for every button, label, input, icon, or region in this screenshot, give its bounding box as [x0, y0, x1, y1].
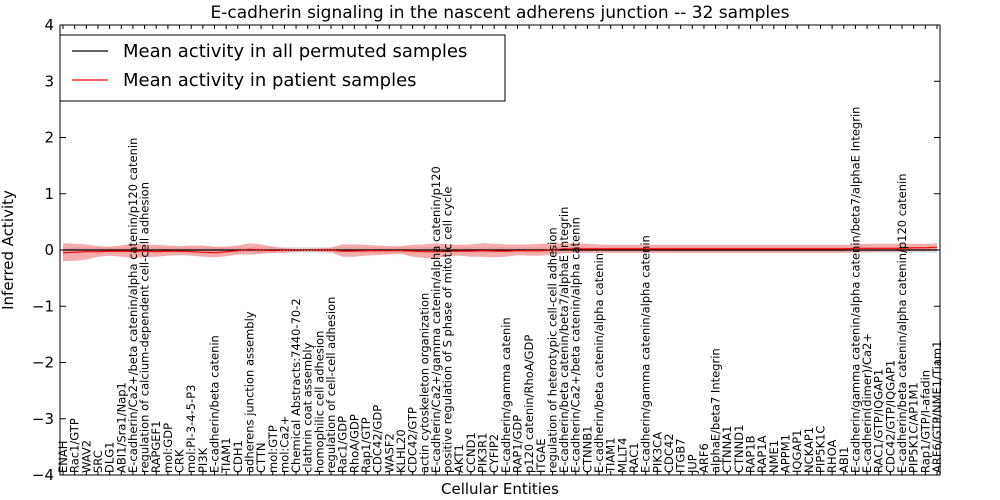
- x-tick-label: RAP1B: [744, 435, 758, 473]
- x-tick-label: CDC42/GTP: [406, 407, 420, 473]
- x-tick-label: E-cadherin/beta catenin: [207, 335, 221, 473]
- x-tick-label: ABI1: [837, 447, 851, 473]
- x-tick-label: regulation of cell-cell adhesion: [324, 297, 338, 473]
- y-tick-label: −1: [32, 297, 54, 315]
- x-tick-label: WAV2: [79, 440, 93, 473]
- y-tick-label: 4: [44, 16, 54, 34]
- x-tick-label: PIK3R1: [476, 433, 490, 474]
- x-tick-label: PIK3CA: [650, 432, 664, 473]
- x-tick-label: ARF6: [697, 443, 711, 473]
- x-tick-label: CDC42: [662, 433, 676, 473]
- x-tick-label: E-cadherin/beta catenin/alpha catenin/p1…: [895, 174, 909, 474]
- x-tick-label: Rap1/GTP: [359, 417, 373, 473]
- x-tick-label: adherens junction assembly: [242, 311, 256, 473]
- x-tick-label: E-cadherin/gamma catenin/alpha catenin: [639, 235, 653, 473]
- x-tick-label: ABI1/Sra1/Nap1: [114, 382, 128, 473]
- x-tick-label: mol:GTP: [266, 425, 280, 473]
- x-tick-label: mol:GDP: [161, 423, 175, 473]
- x-tick-label: CCND1: [464, 432, 478, 473]
- y-tick-label: 1: [44, 185, 54, 203]
- x-tick-label: PIP5K1C/AP1M1: [907, 382, 921, 473]
- x-tick-label: CDH1: [231, 440, 245, 473]
- x-tick-label: E-cadherin/gamma catenin: [499, 317, 513, 473]
- legend: Mean activity in all permuted samples Me…: [59, 34, 506, 102]
- legend-label-permuted: Mean activity in all permuted samples: [123, 41, 467, 62]
- x-tick-label: RAPGEF1: [149, 421, 163, 473]
- x-tick-label: NME1: [767, 440, 781, 473]
- x-tick-label: mol:PI-3-4-5-P3: [184, 385, 198, 473]
- x-tick-label: regulation of heterotypic cell-cell adhe…: [545, 227, 559, 473]
- series-band-1: [63, 243, 937, 262]
- x-tick-label: RAP1/GDP: [510, 415, 524, 473]
- x-tick-label: positive regulation of S phase of mitoti…: [441, 187, 455, 473]
- x-tick-label: actin cytoskeleton organization: [417, 293, 431, 473]
- x-tick-label: Rac1/GTP: [68, 418, 82, 473]
- x-tick-label: ITGAE: [534, 439, 548, 473]
- y-tick-label: 2: [44, 129, 54, 147]
- series-line-1: [62, 246, 938, 254]
- legend-label-patient: Mean activity in patient samples: [123, 70, 417, 91]
- x-tick-label: p120 catenin/RhoA/GDP: [522, 335, 536, 473]
- x-tick-label: ENAH: [56, 441, 70, 473]
- legend-box: [59, 34, 506, 102]
- y-axis-title: Inferred Activity: [0, 190, 17, 310]
- x-tick-label: TIAM1: [604, 437, 618, 474]
- y-tick-label: 3: [44, 72, 54, 90]
- x-tick-label: JUP: [685, 454, 699, 474]
- x-tick-label: DLG1: [103, 442, 117, 474]
- x-tick-label: homophilic cell adhesion: [312, 331, 326, 473]
- x-tick-label: ARF6/GTP/NME1/Tiam1: [930, 341, 944, 473]
- x-tick-label: CYFIP2: [487, 434, 501, 473]
- x-tick-label: PIP5K1C: [813, 426, 827, 473]
- chart-title: E-cadherin signaling in the nascent adhe…: [211, 3, 790, 23]
- x-tick-label: CDC42/GTP/IQGAP1: [883, 360, 897, 473]
- x-tick-label: MLLT4: [615, 438, 629, 474]
- x-tick-label: E-cadherin/gamma catenin/alpha catenin/b…: [848, 107, 862, 473]
- x-tick-label: E-cadherin/Ca2+/beta catenin/alpha caten…: [569, 217, 583, 473]
- x-tick-label: CDC42/GDP: [371, 405, 385, 473]
- x-tick-label: E-cadherin/Ca2+/beta catenin/alpha caten…: [126, 138, 140, 473]
- x-tick-label: IQGAP1: [790, 430, 804, 473]
- x-tick-label: alphaE/beta7 Integrin: [709, 348, 723, 473]
- y-axis: −4 −3 −2 −1 0 1 2 3 4: [32, 16, 940, 484]
- x-tick-label: TIAM1: [219, 437, 233, 474]
- x-axis-title: Cellular Entities: [441, 480, 559, 498]
- x-tick-label: KLHL20: [394, 429, 408, 473]
- x-tick-label: RhoA/GDP: [347, 414, 361, 473]
- x-tick-label: RHOA: [825, 440, 839, 473]
- x-tick-label: Chemical Abstracts:7440-70-2: [289, 298, 303, 473]
- x-tick-label: APPM1: [779, 434, 793, 473]
- x-axis-category-labels: ENAHRac1/GTPWAV2SRCDLG1ABI1/Sra1/Nap1E-c…: [56, 25, 944, 475]
- x-tick-label: E-cadherin/Ca2+/gamma catenin/alpha cate…: [429, 166, 443, 473]
- x-tick-label: mol:Ca2+: [277, 416, 291, 473]
- x-tick-label: WASF2: [382, 433, 396, 473]
- x-tick-label: E-cadherin/beta catenin/beta7/alphaE Int…: [557, 207, 571, 473]
- x-tick-label: CTTN: [254, 443, 268, 473]
- x-tick-label: PI3K: [196, 447, 210, 473]
- x-tick-label: SRC: [91, 450, 105, 473]
- x-tick-label: NCKAP1: [802, 427, 816, 473]
- x-tick-label: CTNNB1: [580, 426, 594, 473]
- y-tick-label: −2: [32, 354, 54, 372]
- x-tick-label: RAC1: [627, 442, 641, 473]
- x-tick-label: RAP1A: [755, 435, 769, 473]
- x-tick-label: E-cadherin(dimer)/Ca2+: [860, 333, 874, 473]
- x-tick-label: CTNNA1: [720, 426, 734, 473]
- x-tick-label: regulation of calcium-dependent cell-cel…: [138, 182, 152, 473]
- x-tick-label: CTNND1: [732, 425, 746, 473]
- y-tick-label: −3: [32, 410, 54, 428]
- y-tick-label: −4: [32, 466, 54, 484]
- x-tick-label: ITGB7: [674, 438, 688, 473]
- x-tick-label: RAC1/GTP/IQGAP1: [872, 369, 886, 473]
- x-tick-label: clathrin coat assembly: [301, 342, 315, 473]
- x-tick-label: E-cadherin/beta catenin/alpha catenin: [592, 253, 606, 473]
- series-lines: [62, 246, 938, 254]
- x-tick-label: Rap1/GTP/I-afadin: [918, 370, 932, 473]
- x-tick-label: Rac1/GDP: [336, 416, 350, 473]
- y-tick-label: 0: [44, 241, 54, 259]
- x-tick-label: AKT1: [452, 444, 466, 473]
- x-tick-label: CRK: [173, 449, 187, 473]
